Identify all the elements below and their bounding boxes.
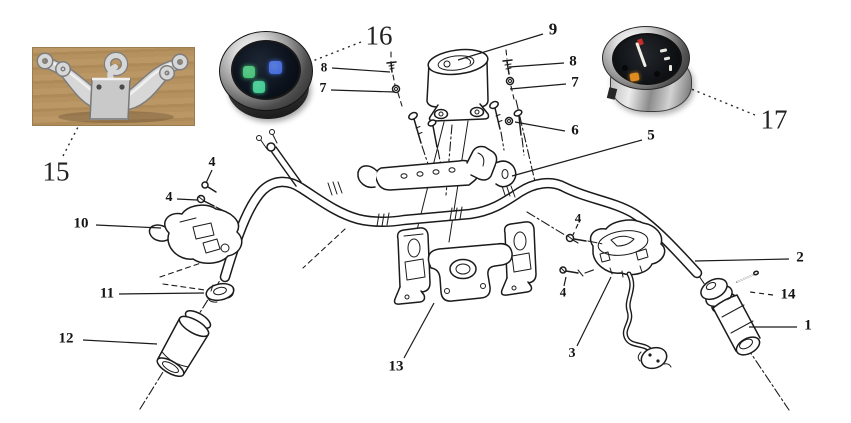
part-number-9: 9: [548, 19, 558, 39]
bracket-illustration: [36, 51, 189, 123]
part-number-4: 4: [559, 284, 567, 300]
dial-mark: [669, 65, 672, 71]
part-number-17: 17: [760, 104, 788, 135]
dial-mark: [663, 56, 671, 61]
turn-signal-right-icon: [253, 81, 265, 93]
part-12-left-grip: [156, 310, 212, 377]
leader-line-part-8: [508, 62, 565, 68]
brake-rod: [256, 129, 302, 187]
part-number-8: 8: [320, 59, 328, 75]
part-1-throttle-grip: [700, 270, 761, 356]
washer-6: [504, 116, 514, 126]
leader-line-part-17: [678, 83, 756, 116]
leader-line-part-9: [457, 33, 544, 61]
fastener-screws-top: [386, 49, 515, 107]
indicator-pod-photo: [219, 31, 314, 123]
low-fuel-lamp: [629, 72, 640, 82]
leader-lines: [62, 33, 797, 359]
leader-line-part-4: [176, 198, 198, 201]
part-11-retaining-ring: [205, 282, 235, 303]
part-10-left-switch: [148, 204, 243, 264]
fuel-gauge-face: [612, 33, 682, 85]
leader-line-part-12: [82, 339, 158, 345]
part-3-right-switch: [589, 219, 672, 370]
indicator-pod-face: [231, 40, 301, 100]
part-number-3: 3: [568, 346, 576, 361]
part-9-instrument-housing: [426, 48, 490, 122]
part-number-5: 5: [647, 127, 655, 144]
part-number-12: 12: [58, 330, 74, 347]
bracket-photo: [32, 47, 195, 126]
part-number-4: 4: [208, 155, 216, 170]
dial-mark: [659, 48, 668, 53]
part-number-8: 8: [569, 53, 577, 70]
leader-line-part-2: [694, 258, 790, 262]
leader-line-part-16: [304, 41, 362, 65]
part-number-13: 13: [388, 358, 404, 375]
leader-line-part-4: [563, 276, 567, 287]
leader-line-part-4: [572, 223, 579, 236]
knurl-marks: [327, 181, 516, 227]
leader-line-part-7: [330, 89, 396, 93]
leader-line-part-6: [514, 121, 566, 132]
part-4-screws-left: [196, 181, 229, 214]
leader-line-part-15: [62, 126, 79, 157]
leader-line-part-8: [331, 67, 391, 73]
leader-line-part-14: [749, 291, 774, 296]
wire-connector: [640, 346, 668, 370]
part-number-4: 4: [574, 210, 582, 226]
leader-line-part-13: [403, 302, 435, 359]
part-13-lower-bracket: [393, 221, 537, 305]
part-number-7: 7: [571, 74, 579, 91]
leader-line-part-7: [509, 83, 567, 90]
part-5-clamp-bar: [357, 145, 517, 191]
leader-line-part-3: [576, 276, 612, 347]
leader-line-part-5: [511, 139, 643, 177]
part-number-11: 11: [99, 285, 115, 302]
dial-screw: [622, 65, 628, 71]
part-number-10: 10: [73, 215, 89, 232]
leader-line-part-11: [118, 292, 205, 295]
part-number-6: 6: [571, 122, 579, 139]
high-beam-icon: [269, 61, 282, 74]
part-number-1: 1: [804, 317, 812, 334]
part-number-7: 7: [319, 81, 327, 96]
part-number-4: 4: [165, 190, 173, 205]
leader-line-part-10: [95, 224, 162, 229]
part-number-14: 14: [780, 286, 796, 303]
part-number-15: 15: [42, 156, 70, 187]
gauge-needle: [635, 42, 647, 68]
handlebar-tube: [219, 176, 703, 283]
turn-signal-left-icon: [243, 66, 255, 78]
part-number-2: 2: [796, 249, 804, 266]
part-number-16: 16: [365, 20, 393, 51]
part-4-screws-right: [559, 233, 604, 277]
fuel-gauge-photo: [600, 24, 700, 116]
fastener-screws-long: [408, 100, 525, 167]
dial-screw: [654, 71, 660, 77]
leader-line-part-4: [205, 169, 213, 184]
